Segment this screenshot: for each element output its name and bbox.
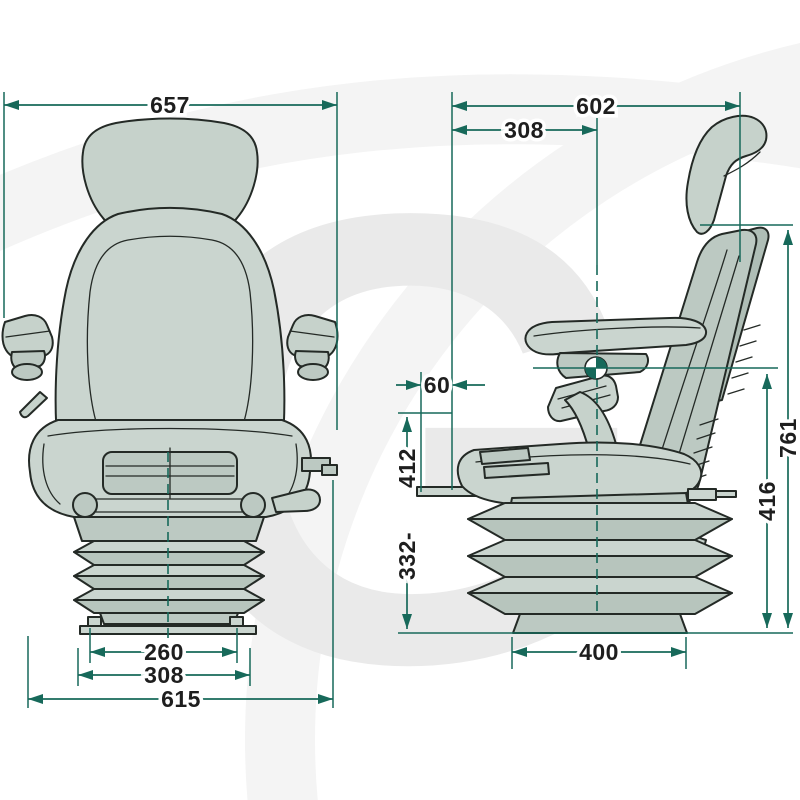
dim-side-overall-height (700, 224, 793, 628)
dim-side-center-offset (396, 372, 485, 492)
side-armrest-topline (533, 326, 701, 337)
front-bellows-collar (73, 516, 265, 542)
dim-label-308-front: 308 (144, 662, 184, 688)
side-dimensions (396, 92, 793, 669)
cg-quadrant-bl (585, 368, 596, 379)
front-vent-lines (105, 447, 235, 499)
front-cushion-left-bolster (42, 443, 61, 505)
side-bellows-fold2-lower (467, 555, 733, 578)
front-bellows-fold3-lower (73, 599, 265, 614)
dim-label-657: 657 (150, 92, 190, 118)
dim-side-overall-depth (451, 92, 741, 490)
front-right-adjuster (271, 457, 338, 513)
side-bellows-fold3-lower (467, 592, 733, 615)
dim-front-base-plate (77, 648, 251, 686)
side-headrest (685, 114, 768, 235)
front-bellows-fold2-upper (73, 564, 265, 577)
side-bellows-fold1-lower (467, 518, 733, 541)
front-view-seat (1, 117, 339, 640)
side-slide-handle-upper (479, 447, 531, 465)
front-suspension-knob-right (240, 492, 266, 518)
side-slide-handle-lower (483, 462, 550, 479)
dim-label-60: 60 (424, 372, 451, 398)
side-dimension-labels: 602 308 60 412 332- 416 761 400 (391, 90, 800, 669)
front-dimensions (3, 92, 338, 708)
side-plate-lever (687, 488, 737, 501)
side-view-seat (416, 114, 770, 634)
side-plate-lever-tip (715, 490, 737, 498)
dim-front-overall-width (3, 92, 338, 430)
side-bellows-fold1-upper (467, 502, 733, 520)
dim-label-615: 615 (161, 686, 201, 712)
front-right-lever (271, 488, 321, 513)
side-bellows (467, 502, 733, 615)
dim-label-761: 761 (775, 418, 800, 458)
front-left-armrest-seam (5, 330, 51, 338)
front-left-armrest-cap (11, 363, 43, 381)
dim-front-overall-base (27, 480, 334, 708)
cg-quadrant-tr (596, 357, 607, 368)
front-bellows-fold1-lower (73, 551, 265, 566)
side-bellows-fold2-upper (467, 539, 733, 557)
front-cushion-vent (102, 447, 238, 499)
front-adjuster-tab (321, 464, 338, 476)
dim-label-332: 332- (394, 532, 420, 580)
side-headrest-seam (723, 151, 761, 177)
dim-label-416: 416 (754, 481, 780, 521)
dim-label-412: 412 (394, 448, 420, 488)
front-bellows (73, 516, 265, 614)
front-cushion-front-edge (47, 427, 293, 437)
side-backrest-ribs (685, 324, 761, 496)
front-left-lever (19, 391, 48, 419)
front-right-armrest-cap (297, 363, 329, 381)
dim-side-base-depth (511, 637, 687, 669)
front-suspension-knob-left (72, 492, 98, 518)
side-slide-handle (479, 447, 550, 479)
dim-label-400: 400 (579, 639, 619, 665)
front-bellows-fold3-upper (73, 588, 265, 601)
front-dimension-labels: 657 260 308 615 (141, 89, 204, 716)
dim-side-cg-height (533, 367, 778, 628)
dim-label-260: 260 (144, 639, 184, 665)
front-right-armrest-seam (289, 330, 335, 338)
front-suspension-bars (95, 498, 243, 513)
front-base-pedestal (99, 612, 239, 625)
dim-front-base-inner (89, 628, 238, 663)
dim-label-308-side: 308 (504, 117, 544, 143)
dim-label-602: 602 (576, 93, 616, 119)
side-bellows-fold3-upper (467, 576, 733, 594)
watermark-swoosh-bottom (245, 43, 800, 800)
side-plate-lever-body (687, 488, 717, 501)
dim-side-seat-height (398, 412, 452, 629)
front-bellows-fold1-upper (73, 540, 265, 553)
front-left-armrest-pad (1, 314, 54, 361)
side-base-block (512, 613, 688, 634)
front-left-armrest (1, 314, 54, 419)
front-bellows-fold2-lower (73, 575, 265, 590)
front-right-armrest (286, 314, 339, 381)
